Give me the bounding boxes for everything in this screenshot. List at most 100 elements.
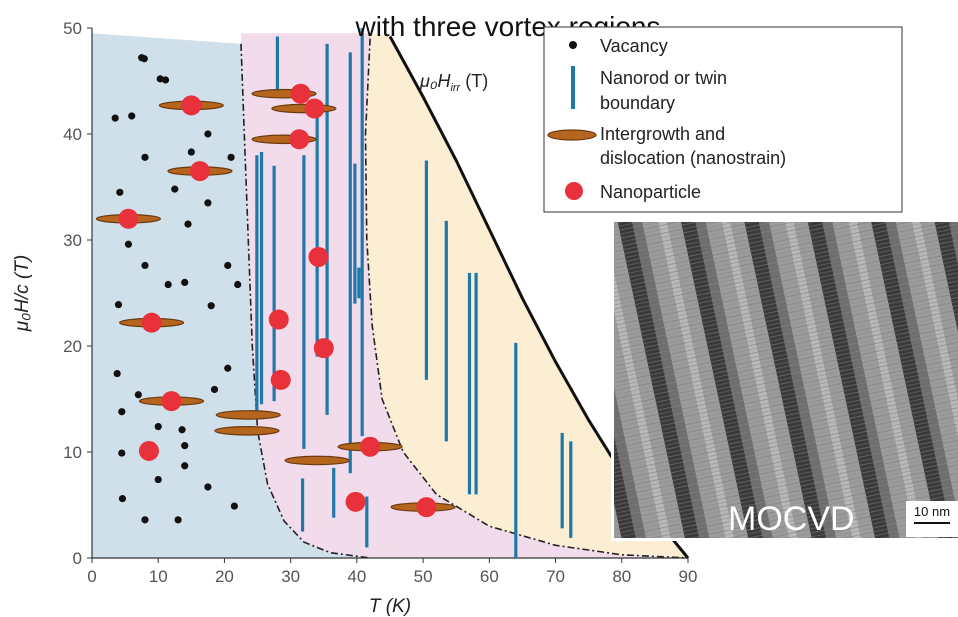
vacancy-mark xyxy=(184,220,192,228)
vacancy-mark xyxy=(181,278,189,286)
vacancy-mark xyxy=(230,502,238,510)
nanoparticle-mark xyxy=(270,369,291,390)
legend-nanorod-marker xyxy=(571,66,575,109)
nanoparticle-mark xyxy=(360,436,381,457)
nanoparticle-mark xyxy=(289,129,310,150)
nanoparticle-mark xyxy=(141,312,162,333)
boundary-2-line xyxy=(364,38,689,559)
y-tick-label: 30 xyxy=(63,231,82,250)
vacancy-mark xyxy=(154,422,162,431)
x-tick-label: 70 xyxy=(546,567,565,586)
legend: Vacancy Nanorod or twin boundary Intergr… xyxy=(543,26,903,213)
nanoparticle-mark xyxy=(181,95,202,116)
vacancy-mark xyxy=(204,130,212,138)
y-tick-label: 10 xyxy=(63,443,82,462)
tem-inset: MOCVD 10 nm xyxy=(611,219,958,541)
legend-nanoparticle-marker xyxy=(565,182,583,200)
nanoparticle-mark xyxy=(268,309,289,330)
data-marks xyxy=(95,28,573,558)
vacancy-mark xyxy=(116,188,124,196)
legend-intergrowth-marker xyxy=(547,129,597,141)
x-tick-label: 50 xyxy=(414,567,433,586)
legend-nanorod-label-line1: Nanorod or twin xyxy=(600,68,727,88)
x-tick-label: 60 xyxy=(480,567,499,586)
y-tick-label: 50 xyxy=(63,19,82,38)
x-tick-label: 0 xyxy=(87,567,96,586)
inset-label: MOCVD xyxy=(728,500,855,538)
legend-box xyxy=(543,26,903,213)
legend-intergrowth-label-2: dislocation (nanostrain) xyxy=(600,148,786,168)
nanoparticle-mark xyxy=(161,391,182,412)
vacancy-mark xyxy=(210,385,219,394)
intergrowth-mark xyxy=(284,455,350,466)
legend-nanorod-label-2: boundary xyxy=(600,93,675,113)
region-2 xyxy=(241,33,688,559)
y-tick-label: 40 xyxy=(63,125,82,144)
x-tick-label: 80 xyxy=(612,567,631,586)
nanoparticle-mark xyxy=(290,83,311,104)
vacancy-mark xyxy=(174,516,182,524)
vacancy-mark xyxy=(164,280,172,289)
nanoparticle-mark xyxy=(138,440,159,461)
intergrowth-mark xyxy=(271,103,337,114)
y-tick-label: 20 xyxy=(63,337,82,356)
intergrowth-mark xyxy=(215,410,281,420)
x-tick-label: 90 xyxy=(679,567,698,586)
vacancy-mark xyxy=(141,153,149,161)
y-axis-title: μ₀H/c (T) xyxy=(12,255,33,332)
nanoparticle-mark xyxy=(118,208,139,229)
vacancy-mark xyxy=(140,55,148,63)
irr-curve-label: μ₀Hirr(T) xyxy=(419,71,488,94)
vacancy-mark xyxy=(114,301,123,309)
nanoparticle-mark xyxy=(189,161,210,182)
y-tick-label: 0 xyxy=(73,549,82,568)
legend-nanorod-label: Nanorod or twin xyxy=(600,68,727,88)
nanoparticle-mark xyxy=(416,497,437,518)
inset-image xyxy=(614,222,958,538)
vacancy-mark xyxy=(171,185,179,193)
vacancy-mark xyxy=(181,462,189,470)
legend-vacancy-marker xyxy=(569,41,577,49)
vacancy-mark xyxy=(178,426,186,434)
x-tick-label: 40 xyxy=(347,567,366,586)
x-tick-label: 10 xyxy=(149,567,168,586)
vacancy-mark xyxy=(204,483,212,491)
vacancy-mark xyxy=(204,199,212,207)
vacancy-mark xyxy=(207,302,215,310)
x-tick-label: 20 xyxy=(215,567,234,586)
scale-bar-label: 10 nm xyxy=(914,504,950,519)
nanoparticle-mark xyxy=(308,246,329,267)
vacancy-mark xyxy=(234,280,242,289)
nanoparticle-mark xyxy=(304,98,325,119)
vacancy-mark xyxy=(111,114,119,122)
vacancy-mark xyxy=(118,495,127,503)
boundary-1-line xyxy=(240,43,371,559)
nanoparticle-mark xyxy=(345,491,366,512)
vacancy-mark xyxy=(227,153,235,161)
legend-vacancy-label: Vacancy xyxy=(600,36,668,56)
vacancy-mark xyxy=(141,261,149,270)
vacancy-mark xyxy=(113,369,121,378)
vacancy-mark xyxy=(187,148,195,156)
vacancy-mark xyxy=(224,364,232,372)
region-boundaries xyxy=(240,38,689,559)
legend-intergrowth-label: Intergrowth and xyxy=(600,124,725,144)
vacancy-mark xyxy=(161,76,170,84)
vacancy-mark xyxy=(124,240,133,248)
x-tick-label: 30 xyxy=(281,567,300,586)
vacancy-mark xyxy=(224,261,232,270)
legend-nanoparticle-label: Nanoparticle xyxy=(600,182,701,202)
vacancy-mark xyxy=(118,449,126,457)
scale-bar-box xyxy=(906,501,958,537)
vacancy-mark xyxy=(181,442,189,450)
vacancy-mark xyxy=(154,475,162,484)
vacancy-mark xyxy=(118,408,126,416)
vacancy-mark xyxy=(128,112,136,120)
intergrowth-mark xyxy=(214,425,280,436)
vacancy-mark xyxy=(141,516,149,524)
vacancy-mark xyxy=(134,391,142,399)
x-axis-title: T (K) xyxy=(369,596,411,617)
nanoparticle-mark xyxy=(313,338,334,359)
